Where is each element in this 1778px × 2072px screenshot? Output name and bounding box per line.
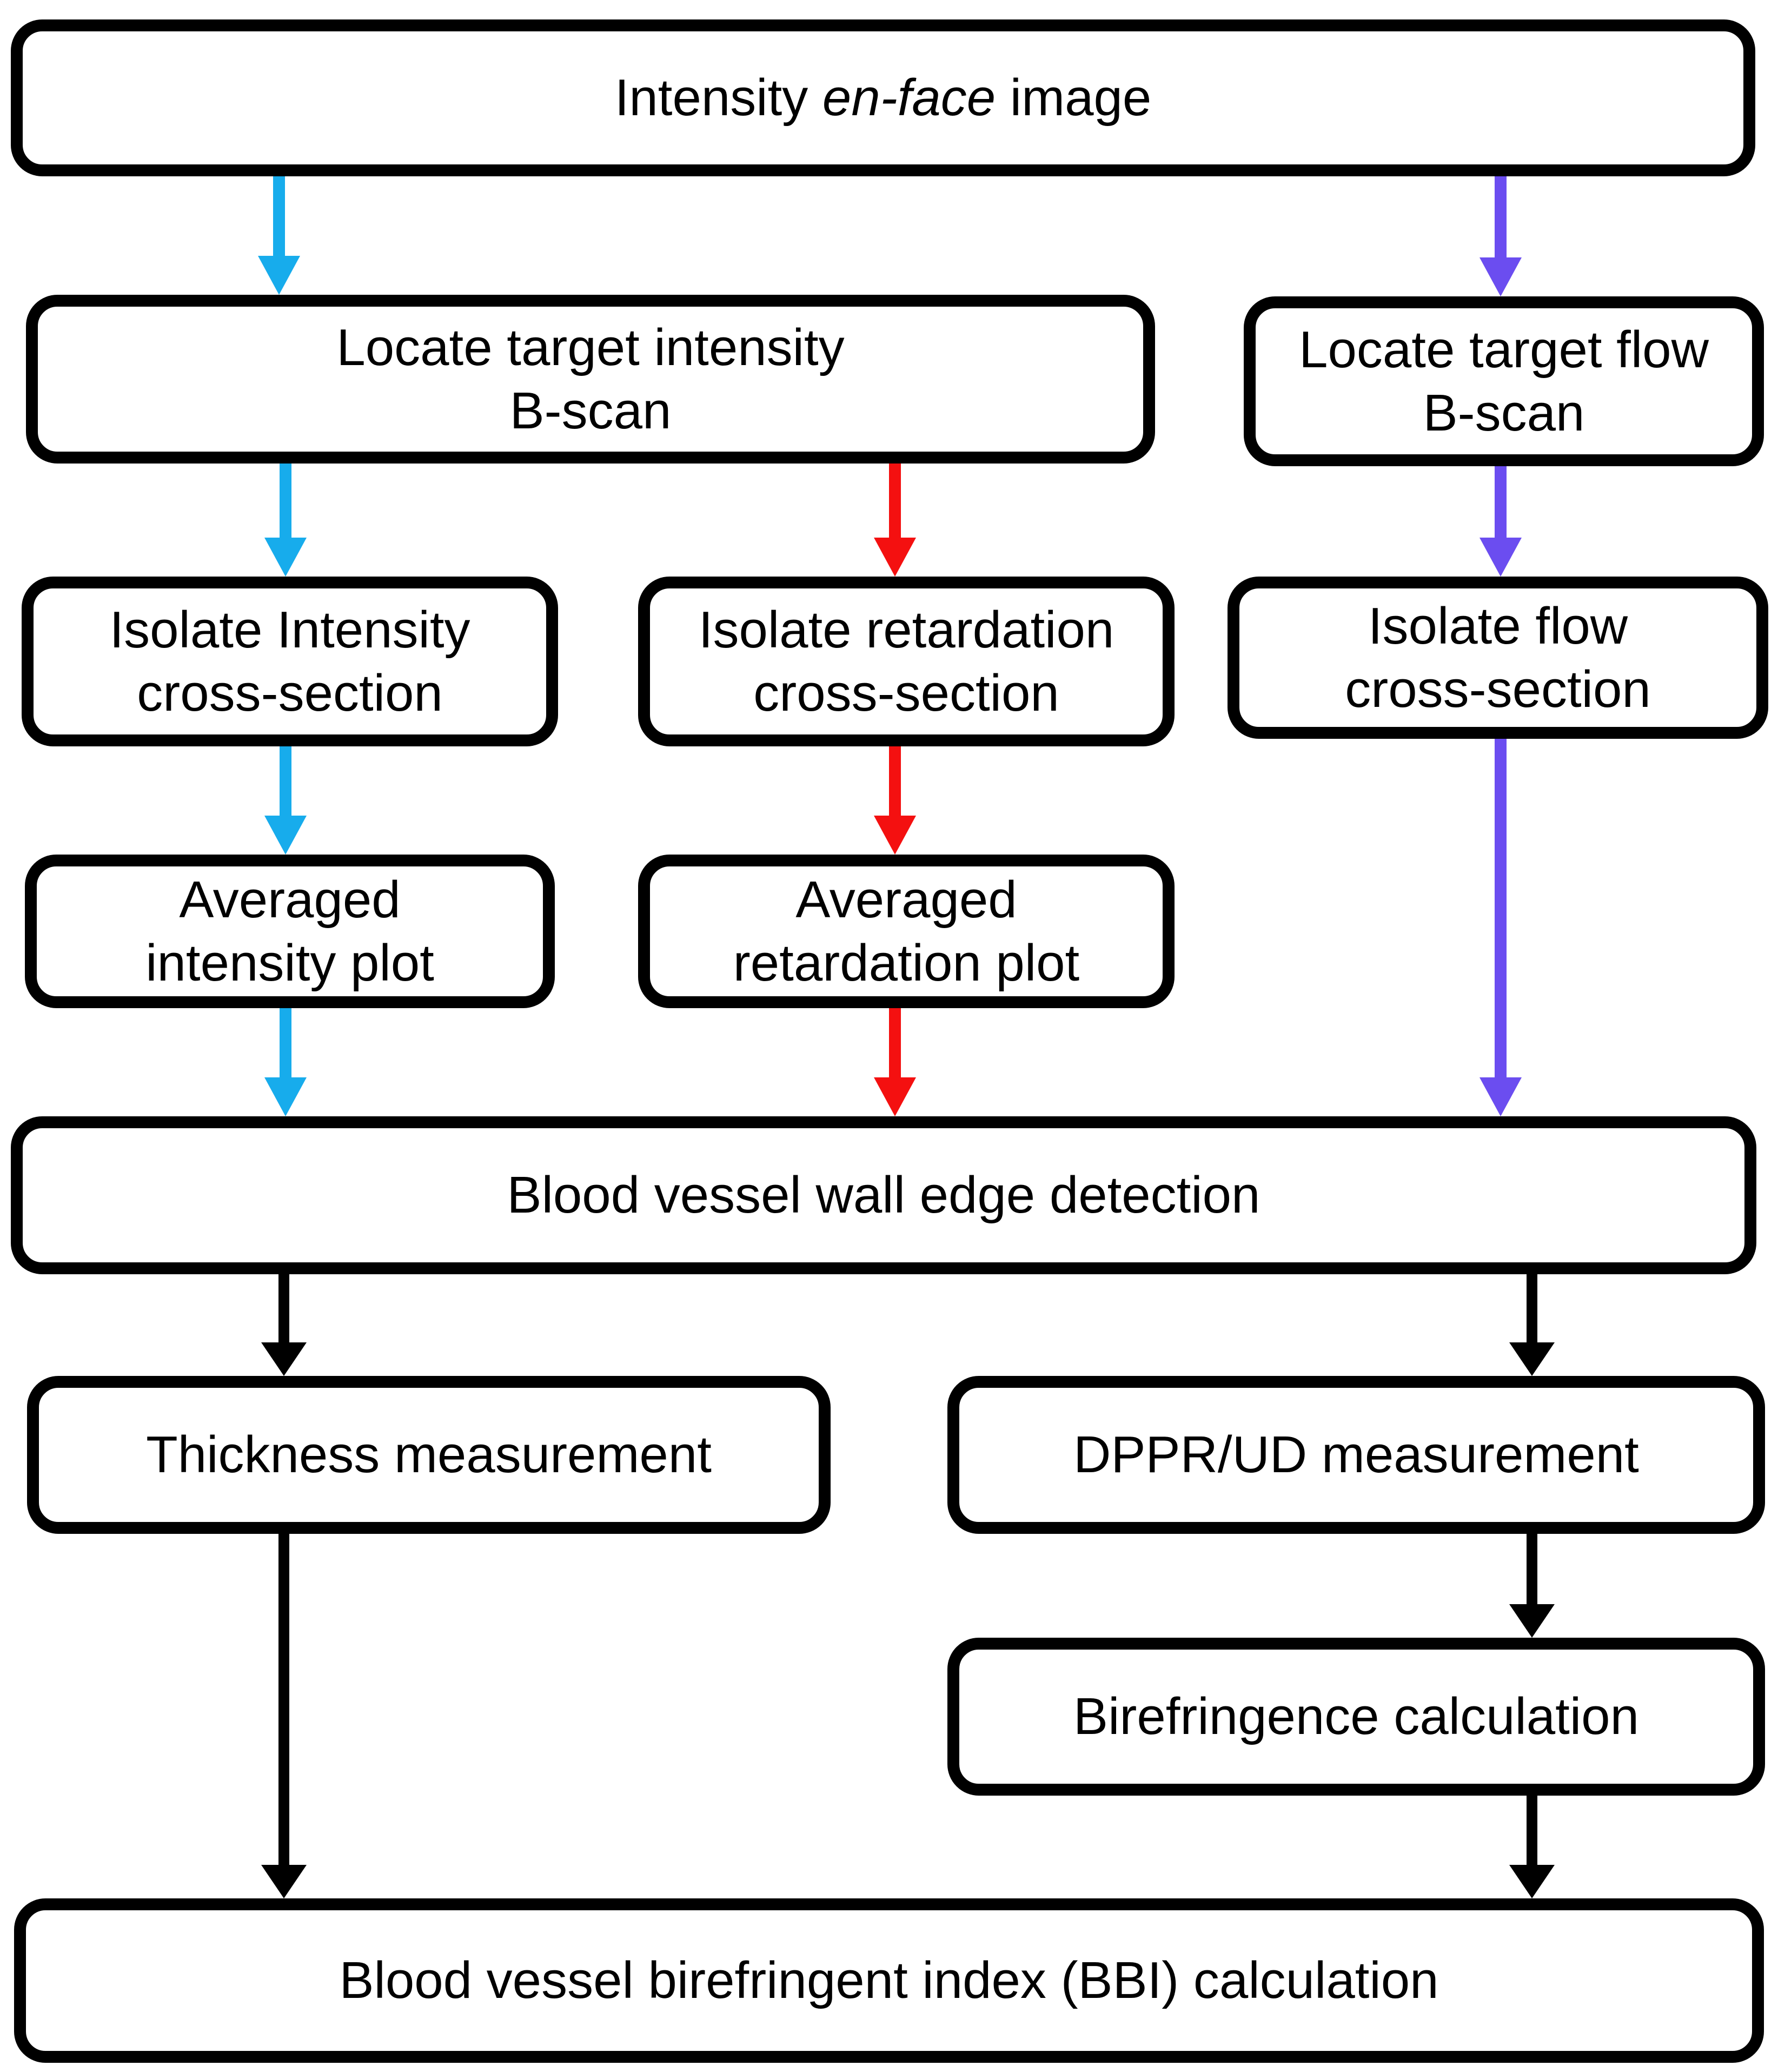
node-birefringence-calculation: Birefringence calculation bbox=[947, 1638, 1765, 1796]
node-intensity-enface-image: Intensity en-face image bbox=[11, 19, 1755, 176]
node-dppr-ud-measurement-label: DPPR/UD measurement bbox=[1073, 1426, 1639, 1484]
node-thickness-measurement-label: Thickness measurement bbox=[146, 1426, 712, 1484]
node-isolate-retardation-cross-section-label: Isolate retardation cross-section bbox=[698, 600, 1114, 722]
arrow-edge-detection-to-thickness bbox=[261, 1274, 307, 1376]
node-isolate-intensity-cross-section: Isolate Intensity cross-section bbox=[22, 577, 558, 746]
node-isolate-retardation-cross-section: Isolate retardation cross-section bbox=[638, 577, 1175, 746]
node-averaged-intensity-plot-label: Averaged intensity plot bbox=[145, 870, 434, 992]
arrow-locate-intensity-to-isolate-intensity bbox=[264, 464, 307, 577]
arrow-isolate-intensity-to-avg-intensity bbox=[264, 746, 307, 855]
node-dppr-ud-measurement: DPPR/UD measurement bbox=[947, 1376, 1765, 1534]
node-locate-target-flow-bscan-label: Locate target flow B-scan bbox=[1299, 320, 1709, 442]
arrow-isolate-flow-to-edge-detection bbox=[1480, 739, 1522, 1116]
node-isolate-flow-cross-section: Isolate flow cross-section bbox=[1228, 577, 1768, 739]
node-intensity-enface-image-label: Intensity en-face image bbox=[614, 69, 1152, 127]
node-blood-vessel-wall-edge-detection: Blood vessel wall edge detection bbox=[11, 1116, 1756, 1274]
node-blood-vessel-wall-edge-detection-label: Blood vessel wall edge detection bbox=[507, 1166, 1260, 1224]
arrow-enface-to-locate-flow bbox=[1480, 176, 1522, 296]
node-averaged-intensity-plot: Averaged intensity plot bbox=[25, 855, 555, 1008]
node-bbi-calculation: Blood vessel birefringent index (BBI) ca… bbox=[14, 1898, 1764, 2063]
arrow-locate-intensity-to-isolate-retardation bbox=[874, 464, 916, 577]
arrow-locate-flow-to-isolate-flow bbox=[1480, 466, 1522, 577]
node-thickness-measurement: Thickness measurement bbox=[27, 1376, 831, 1534]
node-averaged-retardation-plot-label: Averaged retardation plot bbox=[733, 870, 1080, 992]
node-averaged-retardation-plot: Averaged retardation plot bbox=[638, 855, 1175, 1008]
arrow-dppr-to-birefringence bbox=[1509, 1534, 1555, 1638]
arrow-thickness-to-bbi bbox=[261, 1534, 307, 1898]
arrow-enface-to-locate-intensity bbox=[258, 176, 300, 295]
node-locate-target-intensity-bscan: Locate target intensity B-scan bbox=[26, 295, 1155, 464]
node-locate-target-flow-bscan: Locate target flow B-scan bbox=[1244, 296, 1764, 466]
arrow-edge-detection-to-dppr bbox=[1509, 1274, 1555, 1376]
arrow-avg-intensity-to-edge-detection bbox=[264, 1008, 307, 1116]
node-isolate-flow-cross-section-label: Isolate flow cross-section bbox=[1345, 597, 1651, 718]
node-isolate-intensity-cross-section-label: Isolate Intensity cross-section bbox=[109, 600, 470, 722]
node-birefringence-calculation-label: Birefringence calculation bbox=[1073, 1687, 1639, 1746]
arrow-avg-retardation-to-edge-detection bbox=[874, 1008, 916, 1116]
arrow-birefringence-to-bbi bbox=[1509, 1796, 1555, 1898]
node-locate-target-intensity-bscan-label: Locate target intensity B-scan bbox=[336, 318, 845, 440]
node-bbi-calculation-label: Blood vessel birefringent index (BBI) ca… bbox=[339, 1951, 1439, 2010]
arrow-isolate-retardation-to-avg-retardation bbox=[874, 746, 916, 855]
